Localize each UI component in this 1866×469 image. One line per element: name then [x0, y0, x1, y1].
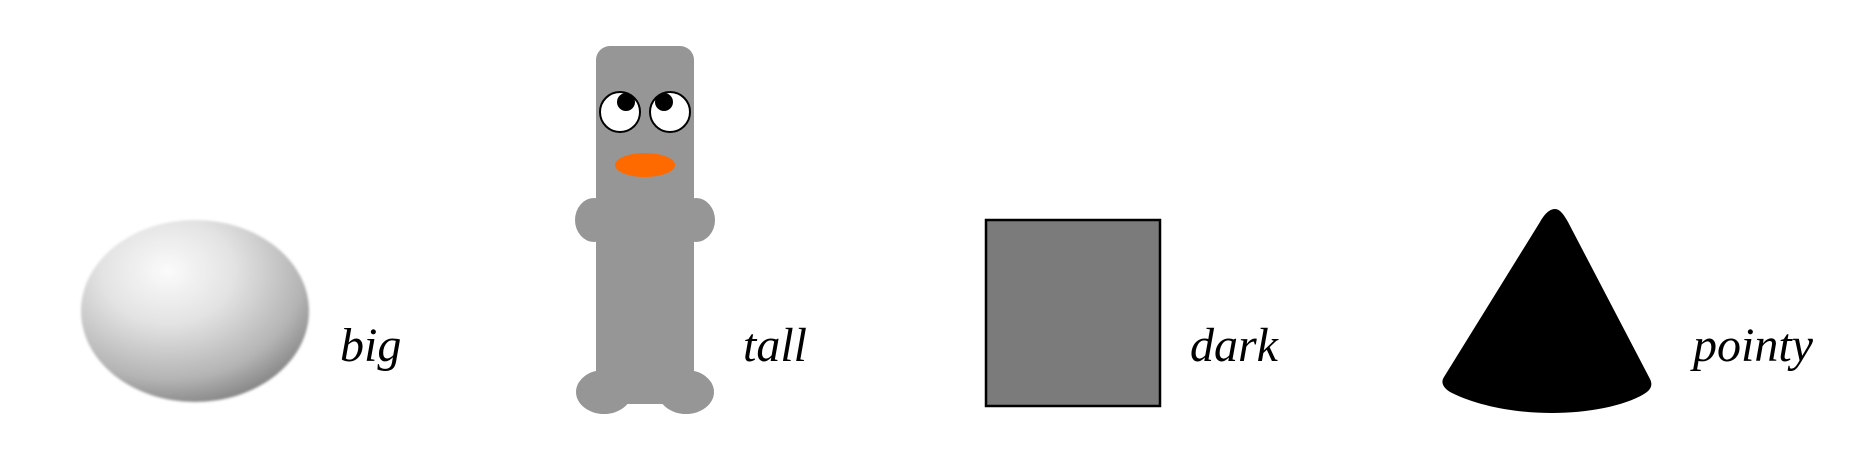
gray-square-icon — [984, 218, 1162, 408]
label-dark: dark — [1190, 319, 1278, 372]
label-tall: tall — [743, 319, 808, 372]
tall-cartoon-figure-icon — [575, 46, 715, 414]
left-eye-icon — [599, 91, 641, 133]
egg-ellipse-icon — [81, 220, 309, 402]
black-cone-icon — [1442, 209, 1652, 413]
right-eye-icon — [649, 91, 691, 133]
label-pointy: pointy — [1693, 319, 1813, 372]
label-big: big — [340, 319, 402, 372]
